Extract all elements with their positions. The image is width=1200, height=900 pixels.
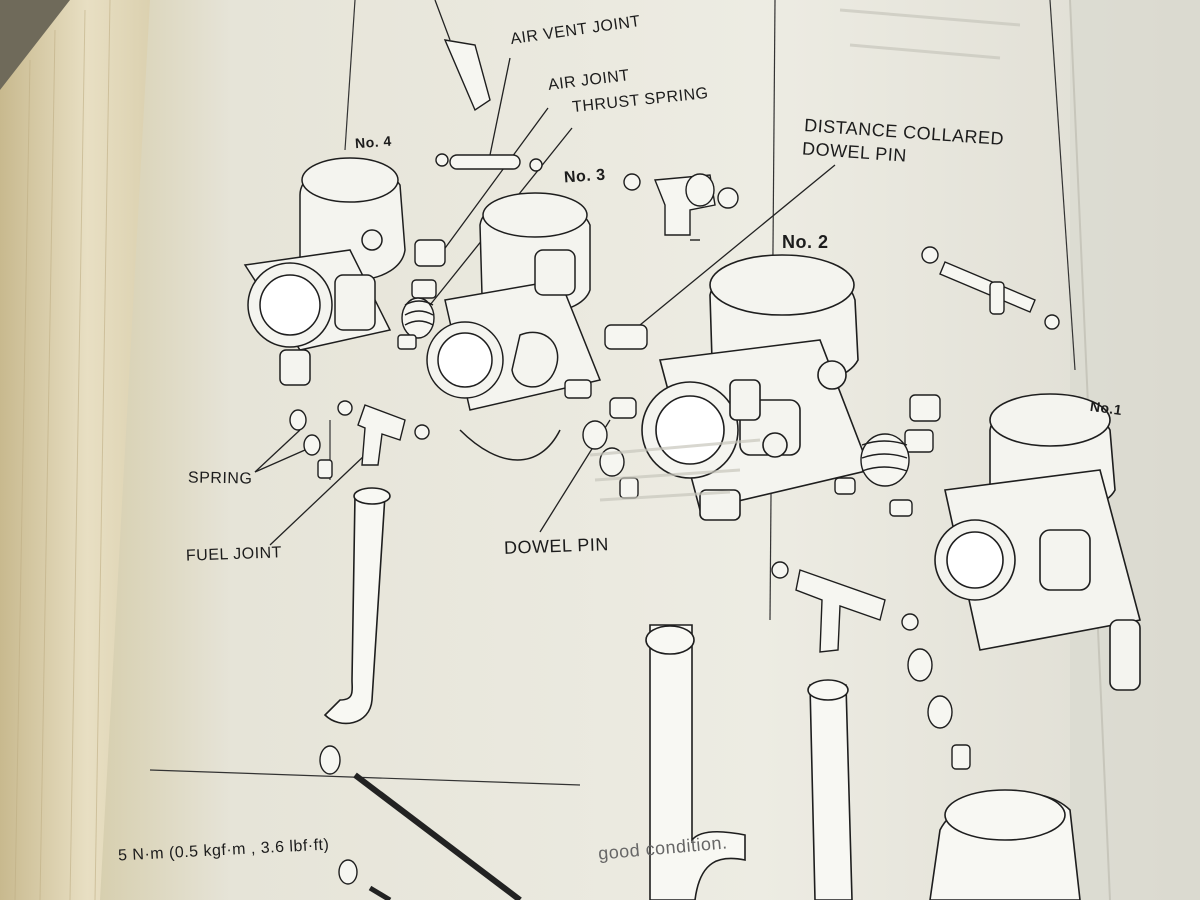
label-no3: No. 3 xyxy=(563,166,607,187)
label-no2: No. 2 xyxy=(782,232,829,252)
small-parts-upper xyxy=(397,39,543,350)
carburetor-no3 xyxy=(426,192,602,461)
carburetor-no4 xyxy=(243,157,406,386)
air-vent-tube-right xyxy=(834,246,1060,517)
dowel-pins xyxy=(564,324,648,499)
carburetor-no2 xyxy=(641,254,872,521)
label-fuel-joint: FUEL JOINT xyxy=(185,544,283,565)
bleed-through-text xyxy=(589,8,1021,502)
tee-joint-top xyxy=(623,173,739,241)
fuel-joint-lower xyxy=(771,561,971,770)
fuel-joint-left xyxy=(289,400,430,479)
label-dowel-pin: DOWEL PIN xyxy=(503,534,610,558)
label-spring: SPRING xyxy=(187,469,253,488)
label-no4: No. 4 xyxy=(354,132,393,152)
linkage-rod xyxy=(319,745,522,900)
carburetor-no1 xyxy=(934,393,1141,691)
hoses xyxy=(323,487,1081,900)
